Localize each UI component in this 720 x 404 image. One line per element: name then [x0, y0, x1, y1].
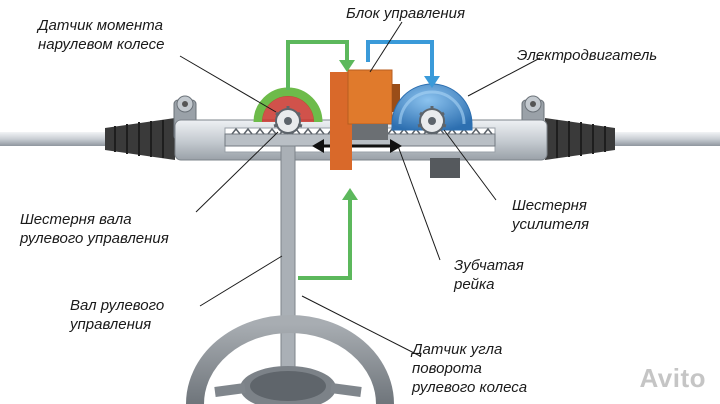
steering-wheel — [186, 315, 394, 404]
right-tie-rod — [610, 132, 720, 146]
label-torque-sensor: Датчик момента нарулевом колесе — [38, 17, 165, 53]
torque-signal-line — [286, 40, 355, 90]
steering-pinion-icon — [273, 106, 303, 134]
booster-pinion-icon — [417, 106, 447, 134]
label-angle-sensor: Датчик угла поворота рулевого колеса — [412, 341, 528, 396]
avito-watermark: Avito — [639, 363, 706, 393]
label-gear-rack: Зубчатая рейка — [454, 257, 524, 293]
label-control-unit: Блок управления — [346, 5, 465, 22]
control-unit — [330, 69, 460, 178]
motor-control-line — [366, 40, 440, 88]
label-steering-shaft: Вал рулевого управления — [70, 297, 165, 333]
steering-shaft — [280, 145, 296, 375]
label-steering-shaft-pinion: Шестерня вала рулевого управления — [20, 211, 169, 247]
left-tie-rod — [0, 132, 110, 146]
leader-lines — [179, 21, 541, 357]
label-electric-motor: Электродвигатель — [517, 47, 658, 64]
label-booster-pinion: Шестерня усилителя — [512, 197, 589, 233]
left-boot — [105, 118, 175, 160]
angle-signal-line — [298, 188, 358, 280]
right-boot — [545, 118, 615, 160]
